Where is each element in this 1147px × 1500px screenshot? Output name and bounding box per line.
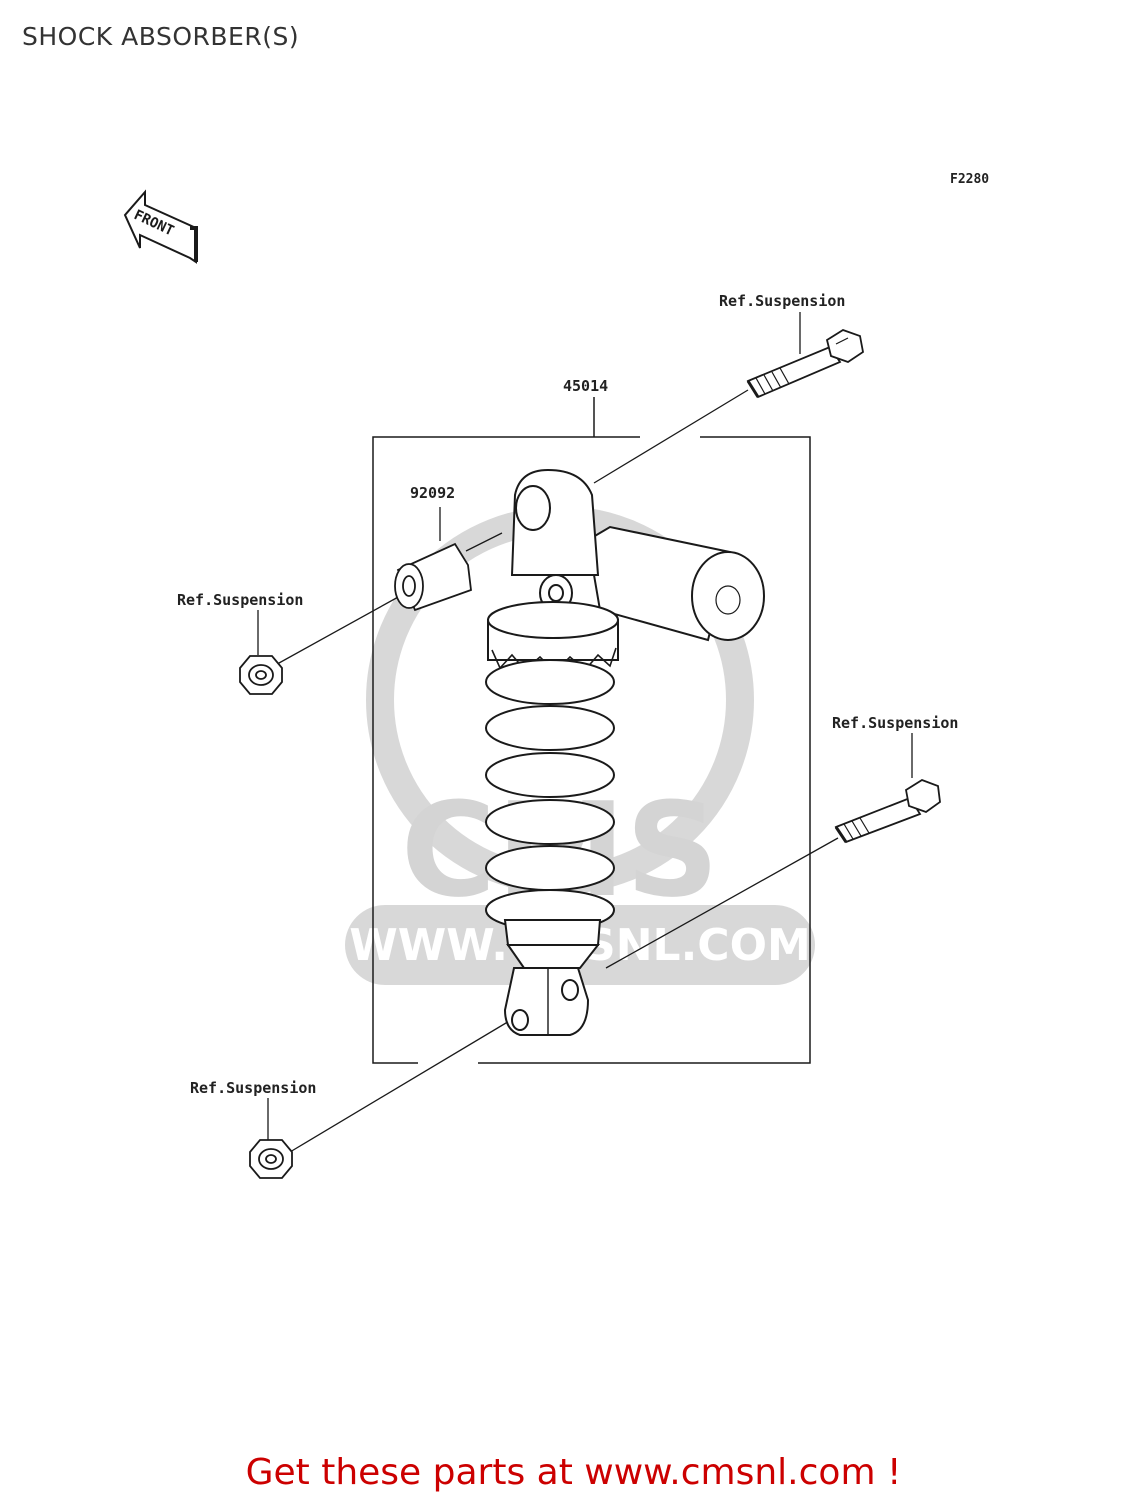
leader-lines: [257, 312, 913, 1153]
left-nut-part: [239, 655, 283, 695]
callout-ref-left-nut: Ref.Suspension: [177, 591, 304, 609]
callout-ref-top-bolt: Ref.Suspension: [719, 292, 846, 310]
figure-code: F2280: [950, 172, 990, 187]
callout-ref-right-bolt: Ref.Suspension: [832, 714, 959, 732]
page-title: SHOCK ABSORBER(S): [22, 22, 300, 51]
callout-45014: 45014: [563, 377, 609, 395]
front-arrow-icon: FRONT: [123, 189, 198, 264]
callout-ref-bottom-nut: Ref.Suspension: [190, 1079, 317, 1097]
shock-absorber-part: [485, 468, 765, 1036]
callout-92092: 92092: [410, 484, 456, 502]
right-bolt-part: [834, 779, 941, 844]
assembly-bracket: [372, 397, 811, 1064]
promo-link[interactable]: Get these parts at www.cmsnl.com !: [245, 1452, 902, 1493]
collar-part: [394, 542, 472, 612]
top-bolt-part: [746, 329, 864, 399]
bottom-nut-part: [249, 1139, 293, 1179]
